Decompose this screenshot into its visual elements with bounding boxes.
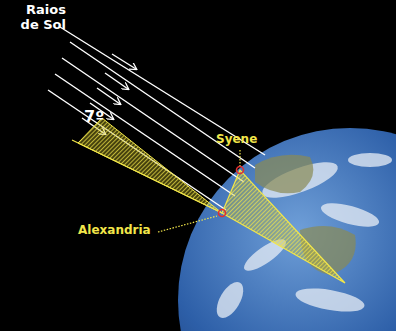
angle-label: 7º (84, 108, 114, 126)
clouds (211, 153, 392, 322)
vertical-extension (72, 140, 222, 213)
earth (178, 128, 396, 331)
leader-line (158, 216, 217, 232)
shadow-angle-wedge (78, 118, 222, 213)
leader-line (239, 150, 240, 166)
city-marker (219, 210, 226, 217)
city-label: Syene (216, 133, 276, 147)
sun-rays-label: Raios de Sol (4, 3, 66, 33)
sun-rays (48, 27, 265, 210)
city-label: Alexandria (78, 224, 158, 238)
central-angle-wedge (222, 170, 345, 283)
city-marker (237, 167, 244, 174)
